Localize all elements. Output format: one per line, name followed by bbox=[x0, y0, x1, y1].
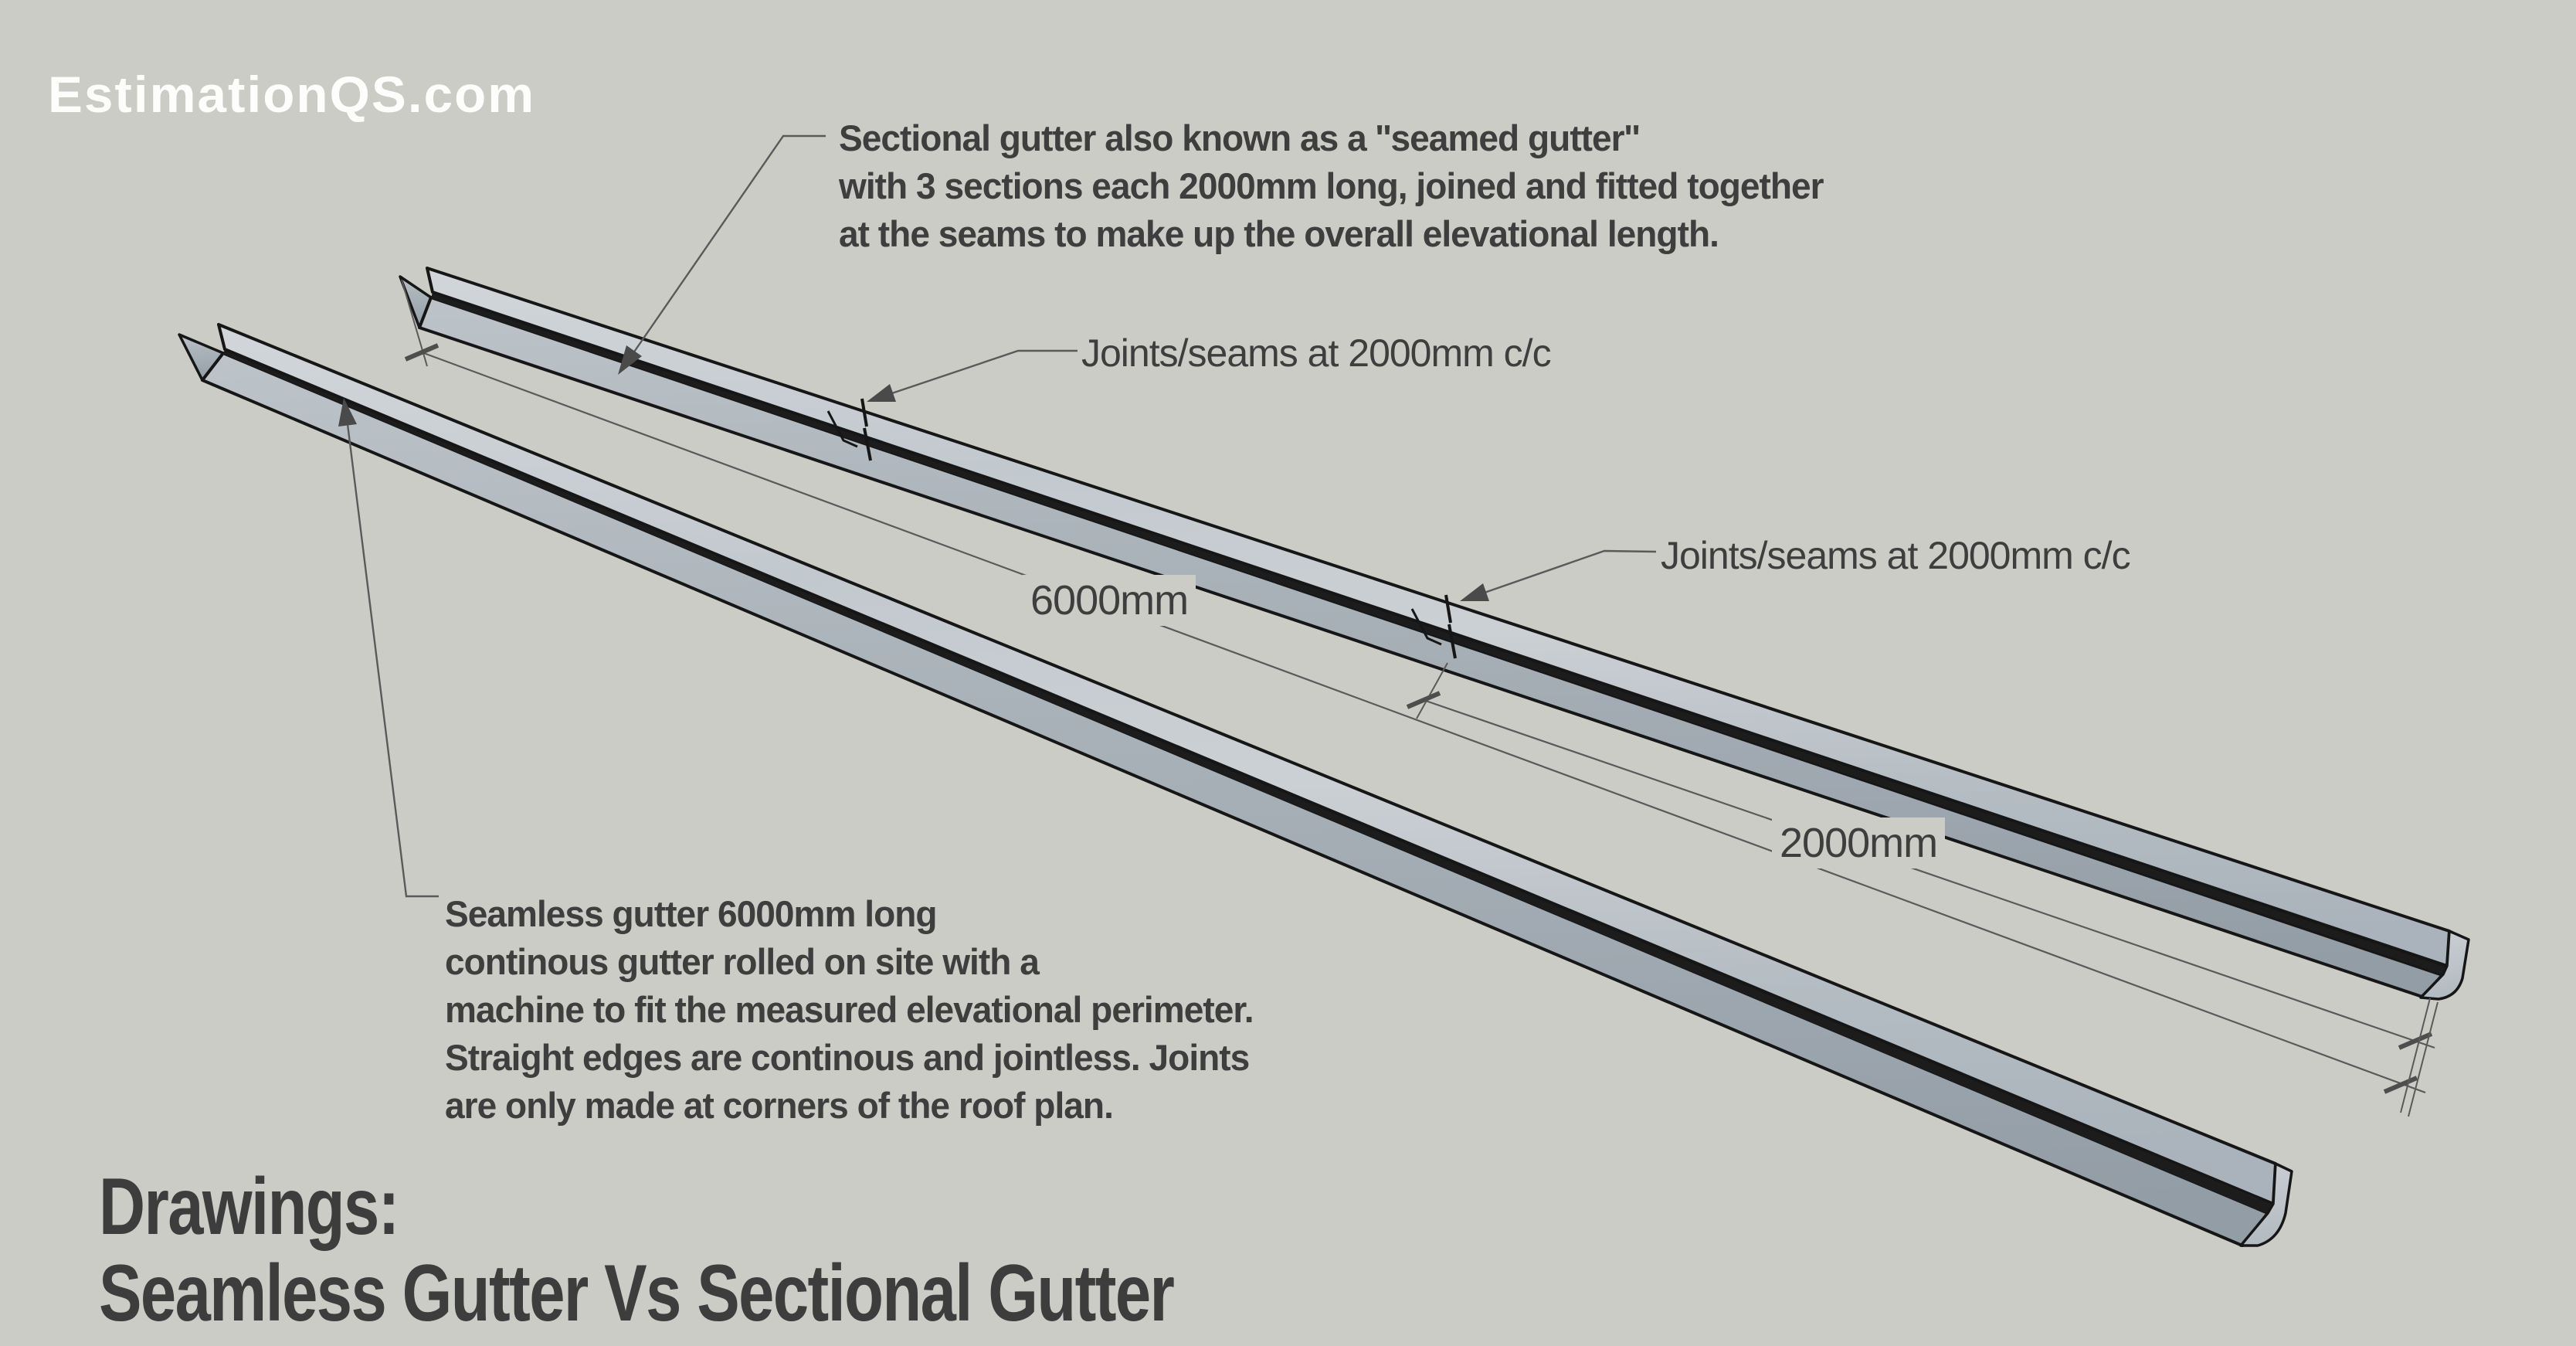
leader-seamless-gutter bbox=[338, 398, 439, 898]
dimension-label-6000mm: 6000mm bbox=[1023, 575, 1196, 626]
site-logo: EstimationQS.com bbox=[48, 66, 536, 123]
seamless-gutter-inner-gap bbox=[223, 349, 2273, 1215]
leader-joints-seams-lower bbox=[1460, 549, 1657, 601]
seam-joint-1 bbox=[826, 398, 872, 461]
leader-sectional-gutter bbox=[618, 134, 826, 375]
dimension-label-2000mm: 2000mm bbox=[1772, 817, 1946, 868]
page-title: Drawings: Seamless Gutter Vs Sectional G… bbox=[99, 1162, 1175, 1338]
seam-joint-2 bbox=[1410, 594, 1457, 659]
label-joints-seams-upper: Joints/seams at 2000mm c/c bbox=[1081, 331, 1552, 375]
sectional-gutter-inner-gap bbox=[431, 292, 2449, 975]
leader-joints-seams-upper bbox=[867, 349, 1078, 402]
seamless-gutter-end-cap bbox=[2239, 1162, 2293, 1247]
page-title-line1: Drawings: bbox=[99, 1162, 399, 1252]
sectional-gutter-end-cap bbox=[2419, 930, 2470, 1001]
dimension-2000mm bbox=[1406, 662, 2439, 1117]
annotation-sectional-gutter: Sectional gutter also known as a ''seame… bbox=[839, 117, 1824, 254]
annotation-seamless-gutter: Seamless gutter 6000mm long continous gu… bbox=[445, 893, 1254, 1126]
dimension-6000mm bbox=[401, 279, 2426, 1094]
label-joints-seams-lower: Joints/seams at 2000mm c/c bbox=[1661, 534, 2131, 577]
page-title-line2: Seamless Gutter Vs Sectional Gutter bbox=[99, 1249, 1175, 1338]
seamless-gutter-3d bbox=[178, 323, 2293, 1247]
